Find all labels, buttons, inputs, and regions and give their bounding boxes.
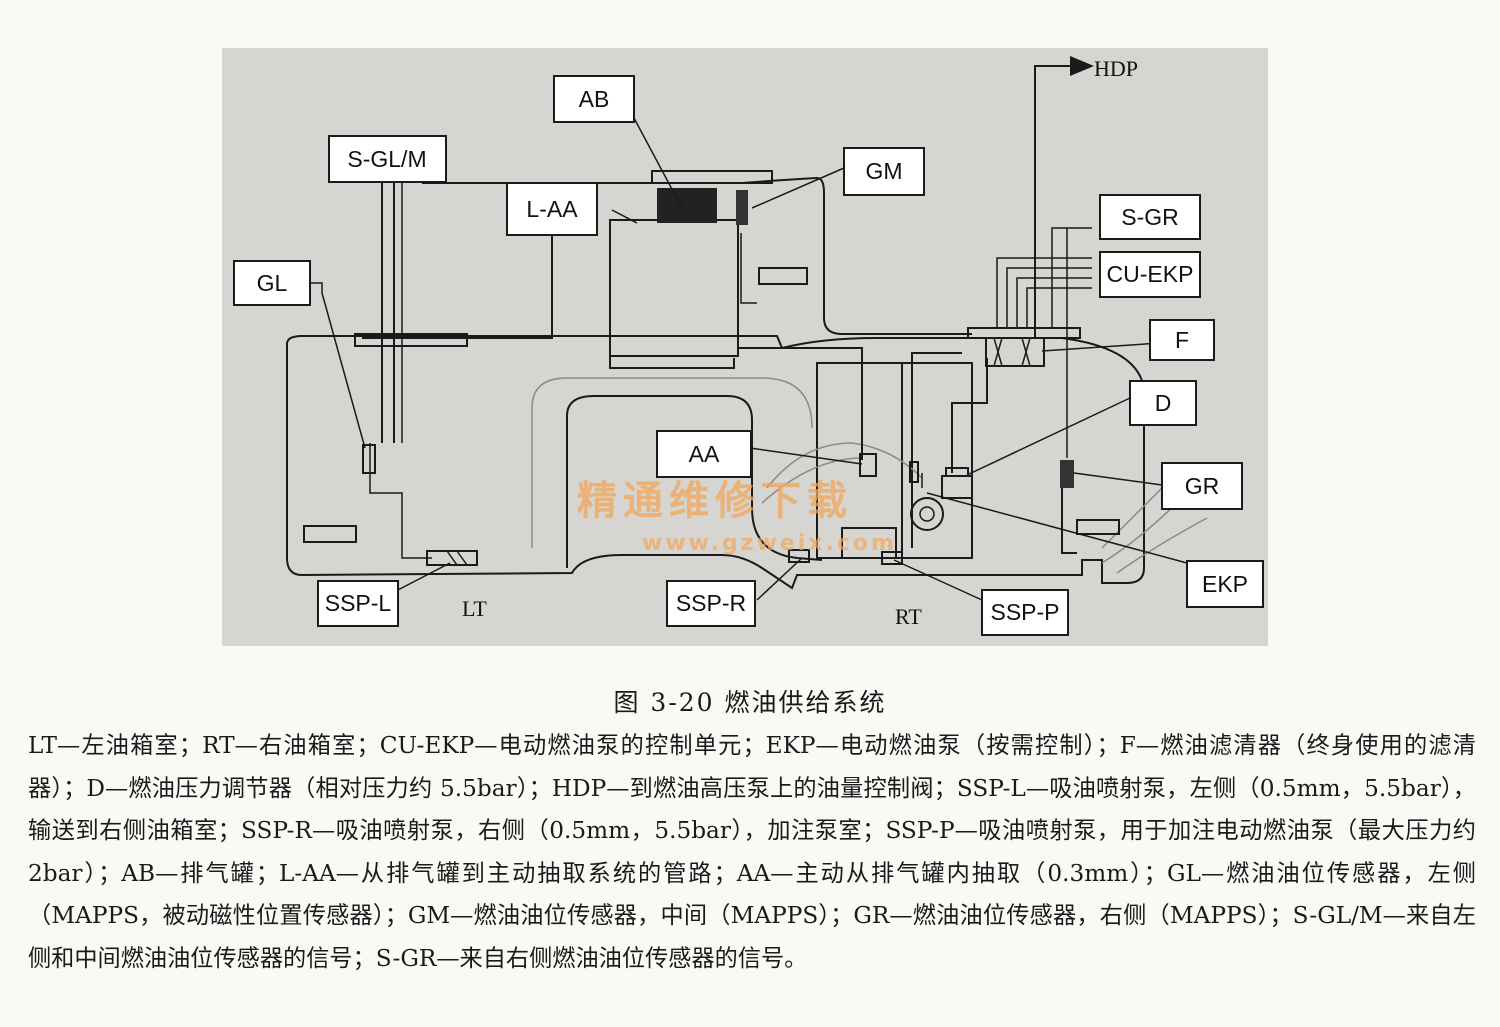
svg-text:L-AA: L-AA [526, 196, 578, 222]
svg-text:SSP-L: SSP-L [325, 590, 392, 616]
label-ab: AB [553, 75, 635, 123]
label-l-aa: L-AA [506, 182, 598, 236]
figure-caption: 图 3-20 燃油供给系统 [613, 688, 887, 717]
svg-text:SSP-P: SSP-P [990, 599, 1059, 625]
svg-text:AB: AB [579, 86, 610, 112]
label-cu-ekp: CU-EKP [1099, 251, 1201, 298]
fuel-system-diagram: AB S-GL/M L-AA GM GL HDP S-GR CU-EKP [222, 48, 1268, 646]
pipes-and-wires [362, 56, 1094, 559]
svg-text:CU-EKP: CU-EKP [1107, 261, 1194, 287]
svg-text:GR: GR [1185, 473, 1220, 499]
svg-text:GL: GL [257, 270, 288, 296]
label-hdp: HDP [1094, 56, 1138, 81]
svg-text:S-GL/M: S-GL/M [347, 146, 426, 172]
label-f: F [1149, 319, 1215, 361]
svg-text:HDP: HDP [1094, 56, 1138, 81]
label-gr: GR [1161, 462, 1243, 510]
label-ssp-r: SSP-R [666, 580, 756, 627]
label-rt: RT [895, 604, 922, 629]
components [303, 170, 1120, 566]
svg-text:F: F [1175, 327, 1189, 353]
svg-text:www.gzweix.com: www.gzweix.com [642, 531, 897, 556]
svg-text:GM: GM [865, 158, 902, 184]
label-lt: LT [462, 596, 487, 621]
label-s-gl-m: S-GL/M [328, 135, 447, 183]
svg-text:AA: AA [689, 441, 720, 467]
svg-text:LT: LT [462, 596, 487, 621]
label-ssp-l: SSP-L [317, 580, 399, 627]
svg-text:S-GR: S-GR [1121, 204, 1179, 230]
svg-text:EKP: EKP [1202, 571, 1248, 597]
label-gm: GM [843, 147, 925, 196]
watermark: 精通维修下载 www.gzweix.com [577, 478, 897, 556]
svg-text:SSP-R: SSP-R [676, 590, 746, 616]
diagram-canvas: AB S-GL/M L-AA GM GL HDP S-GR CU-EKP [233, 56, 1264, 636]
label-ekp: EKP [1186, 560, 1264, 608]
label-s-gr: S-GR [1099, 194, 1201, 240]
svg-text:RT: RT [895, 604, 922, 629]
label-aa: AA [656, 430, 752, 478]
fuel-tank-outline [286, 335, 1208, 590]
leader-lines [310, 117, 1188, 601]
label-d: D [1129, 380, 1197, 426]
svg-text:D: D [1155, 390, 1172, 416]
svg-text:精通维修下载: 精通维修下载 [577, 478, 853, 524]
label-gl: GL [233, 260, 311, 306]
label-ssp-p: SSP-P [981, 589, 1069, 636]
figure-legend: LT—左油箱室；RT—右油箱室；CU-EKP—电动燃油泵的控制单元；EKP—电动… [28, 732, 1476, 972]
